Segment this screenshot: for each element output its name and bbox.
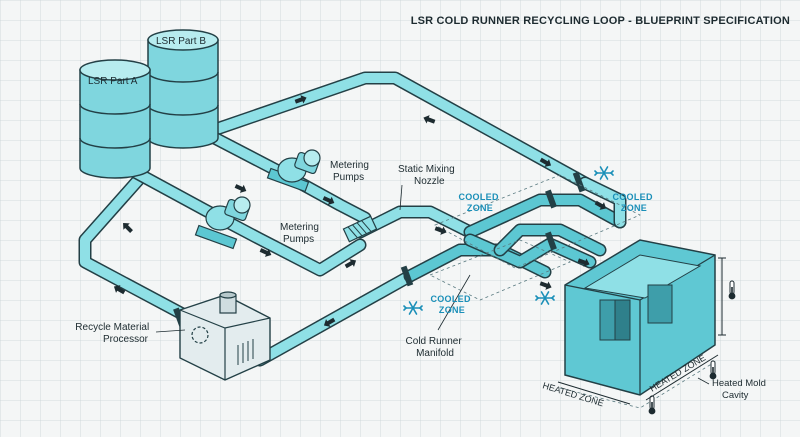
cooled-zone-label: COOLED ZONE <box>458 192 501 213</box>
diagram-title: LSR COLD RUNNER RECYCLING LOOP - BLUEPRI… <box>411 15 790 27</box>
leader-lines <box>155 184 710 385</box>
thermometer-icon <box>728 280 736 300</box>
metering-pump-upper <box>266 149 321 193</box>
recycle-processor <box>179 291 271 381</box>
recycle-processor-label: Recycle Material Processor <box>75 322 152 345</box>
manifold-label: Cold Runner Manifold <box>406 336 465 359</box>
zone-outlines <box>429 174 719 409</box>
metering-pumps-upper-label: Metering Pumps <box>330 160 372 183</box>
thermometer-icon <box>648 395 656 415</box>
metering-pumps-lower-label: Metering Pumps <box>280 222 322 245</box>
static-mixing-label: Static Mixing Nozzle <box>398 164 457 187</box>
heated-mold <box>564 239 716 396</box>
heated-mold-label: Heated Mold Cavity <box>712 378 769 401</box>
cooled-zone-label: COOLED ZONE <box>430 294 473 315</box>
dimension-lines <box>557 257 726 405</box>
static-mixing-nozzle <box>342 215 378 243</box>
metering-pump-lower <box>194 196 251 250</box>
drum-part-a <box>79 59 151 179</box>
drum-b-label: LSR Part B <box>156 36 206 47</box>
cooled-zone-label: COOLED ZONE <box>612 192 655 213</box>
drum-part-b <box>147 29 219 149</box>
thermometer-icon <box>709 360 717 380</box>
drum-a-label: LSR Part A <box>88 76 138 87</box>
